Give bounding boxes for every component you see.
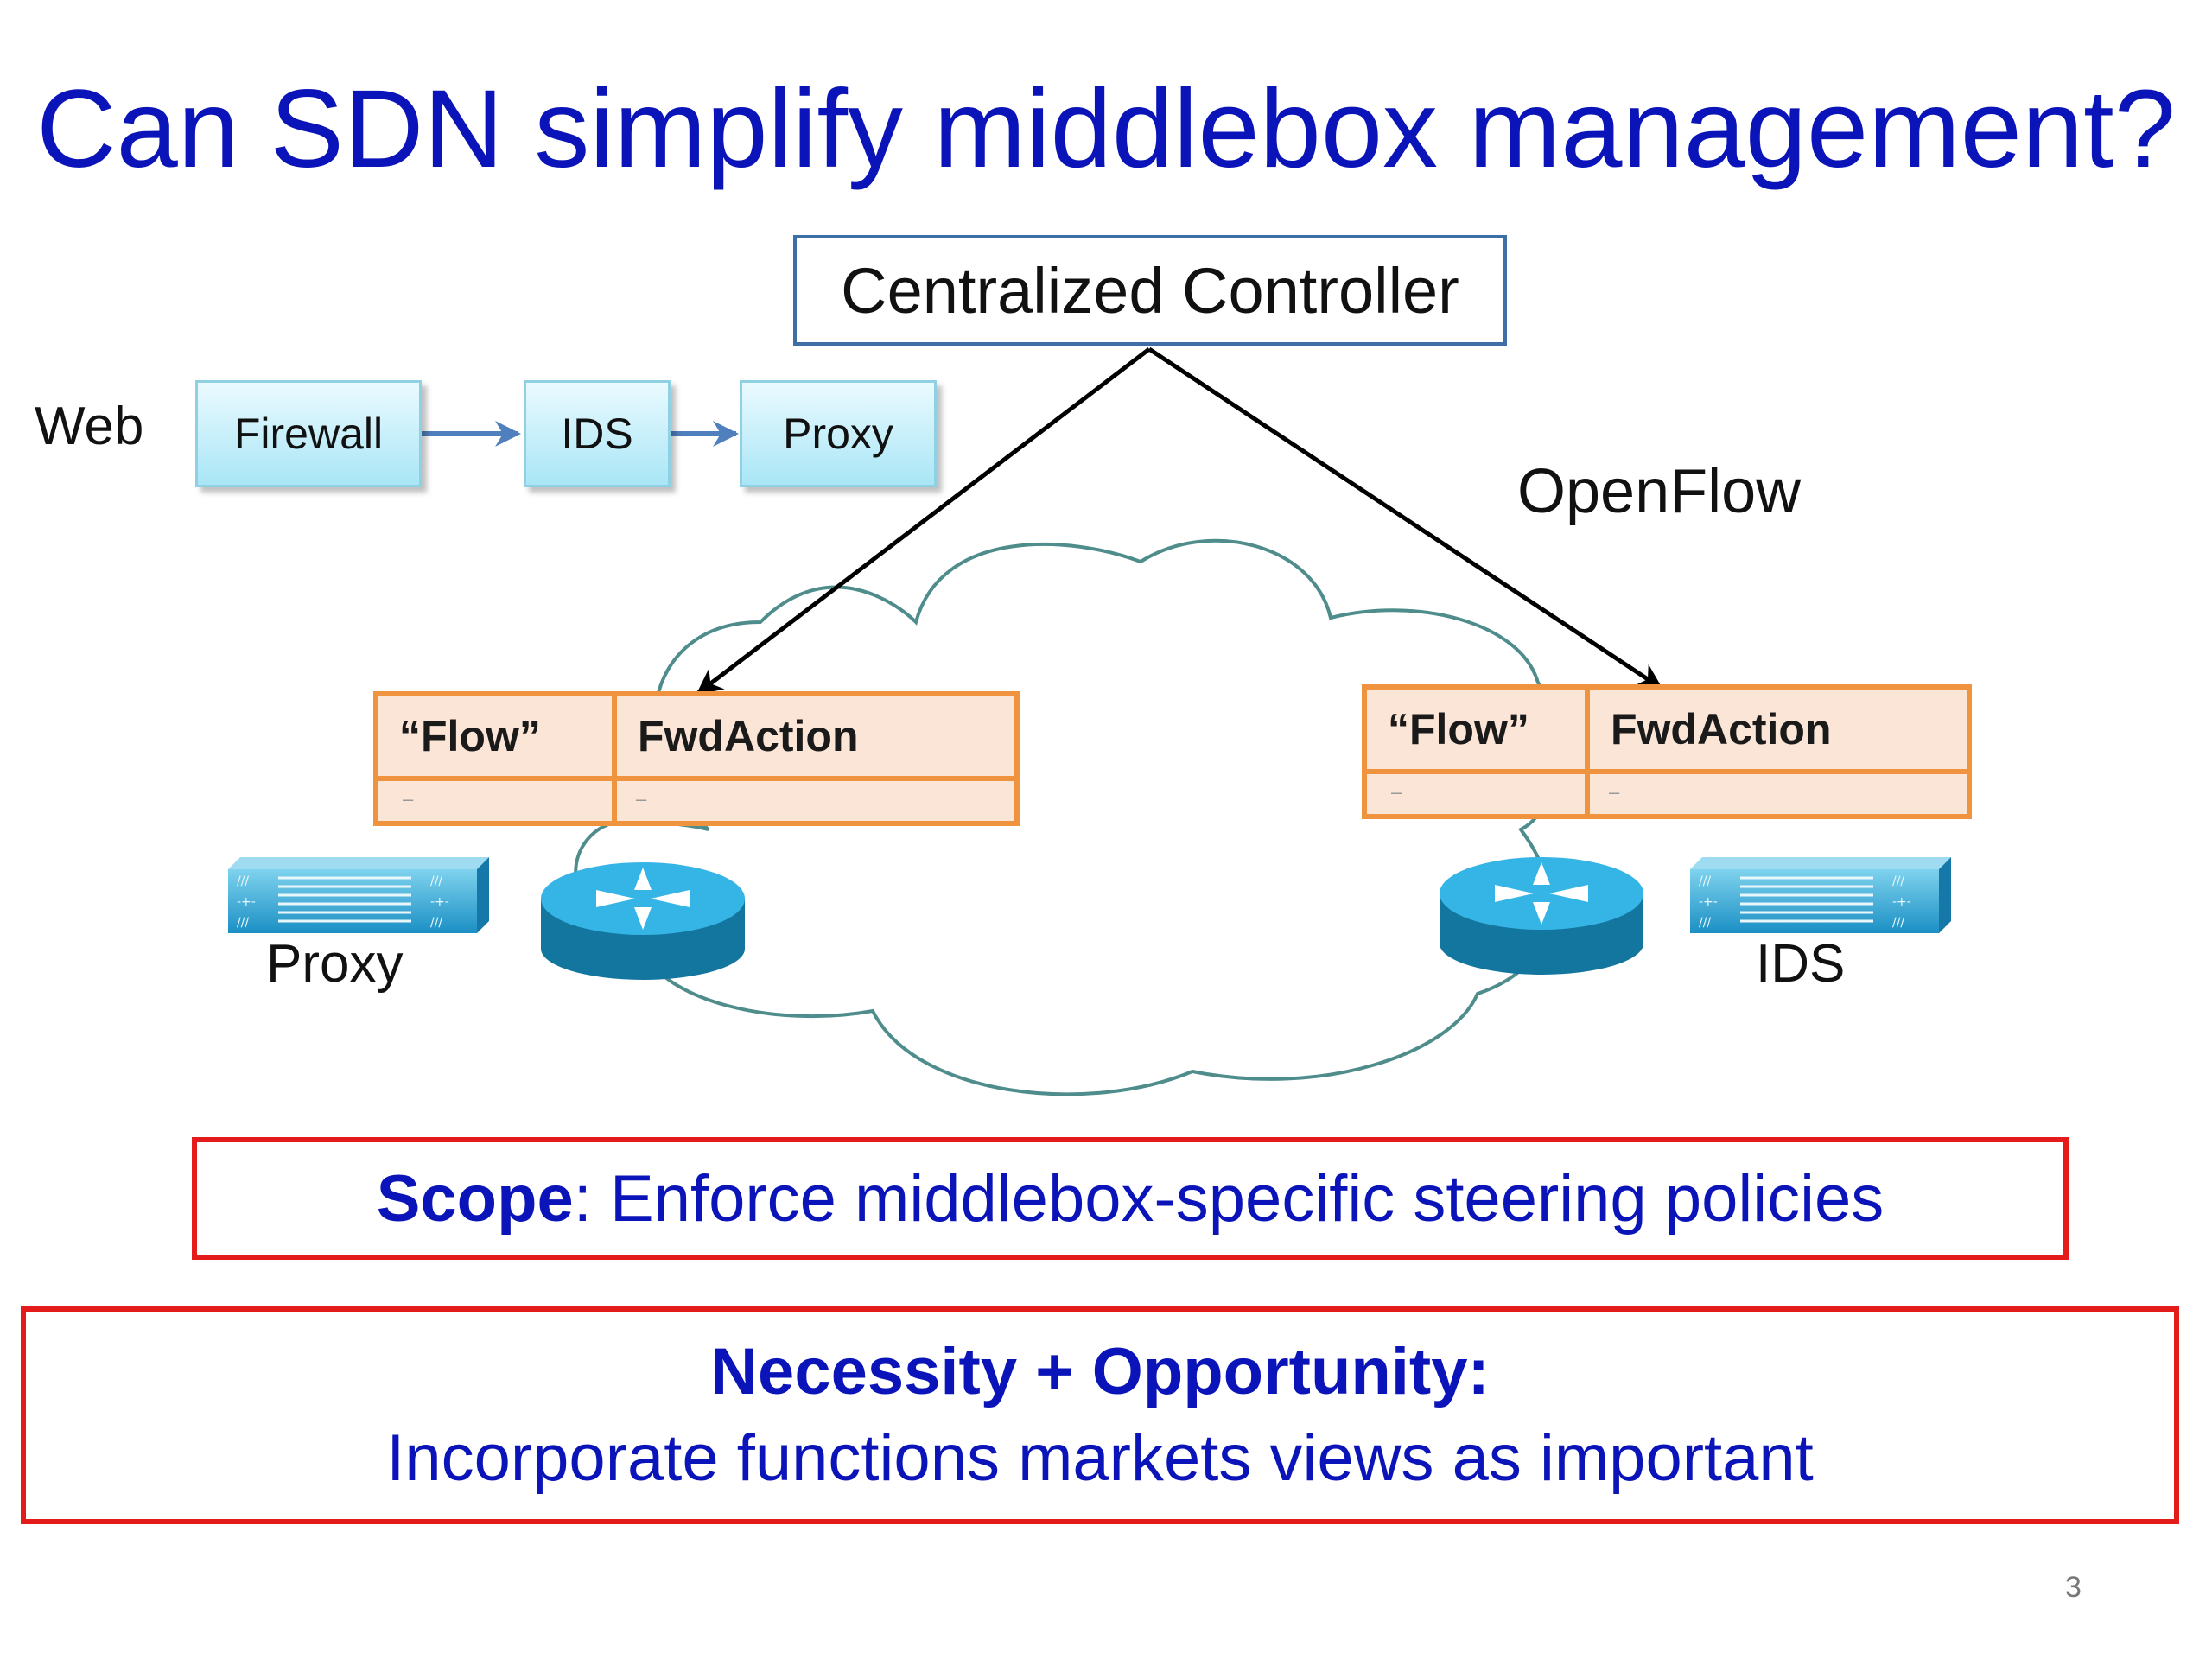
- svg-text:///: ///: [237, 874, 249, 888]
- svg-text:-+-: -+-: [1699, 895, 1718, 909]
- proxy-device-label: Proxy: [266, 934, 404, 994]
- flow-header: “Flow”: [399, 712, 541, 760]
- svg-text:-+-: -+-: [1892, 895, 1911, 909]
- ids-server-icon: /// -+- /// /// -+- ///: [1690, 857, 1951, 933]
- openflow-arrow-left: [696, 347, 1151, 695]
- flow-table-left: “Flow” FwdAction – –: [373, 691, 1020, 826]
- openflow-label: OpenFlow: [1517, 457, 1802, 526]
- openflow-arrow-right: [1147, 346, 1663, 690]
- svg-text:-+-: -+-: [430, 895, 449, 909]
- svg-text:///: ///: [1699, 874, 1711, 888]
- ids-device-label: IDS: [1756, 934, 1846, 994]
- fwdaction-header: FwdAction: [1611, 705, 1832, 753]
- svg-text:///: ///: [430, 916, 442, 930]
- svg-text:///: ///: [237, 916, 249, 930]
- fwdaction-row-cell: –: [636, 788, 647, 810]
- svg-text:-+-: -+-: [237, 895, 256, 909]
- fwdaction-header: FwdAction: [638, 712, 859, 760]
- necessity-text: Incorporate functions markets views as i…: [386, 1421, 1814, 1495]
- svg-text:///: ///: [430, 874, 442, 888]
- proxy-server-icon: /// -+- /// /// -+- ///: [228, 857, 489, 933]
- router-icon: [541, 862, 745, 980]
- scope-callout: Scope: Enforce middlebox-specific steeri…: [192, 1137, 2069, 1260]
- flow-header: “Flow”: [1388, 705, 1529, 753]
- flow-table-right: “Flow” FwdAction – –: [1362, 684, 1972, 819]
- page-number: 3: [2065, 1571, 2082, 1604]
- svg-text:///: ///: [1892, 874, 1904, 888]
- ids-box: IDS: [524, 380, 671, 487]
- scope-bold: Scope: [376, 1161, 574, 1236]
- network-cloud: [574, 538, 1559, 1096]
- router-icon: [1440, 857, 1643, 975]
- flow-row-cell: –: [1391, 781, 1402, 803]
- necessity-heading: Necessity + Opportunity:: [710, 1335, 1490, 1408]
- slide-title: Can SDN simplify middlebox management?: [36, 67, 2176, 191]
- scope-text: : Enforce middlebox-specific steering po…: [573, 1161, 1885, 1236]
- centralized-controller-box: Centralized Controller: [793, 235, 1507, 346]
- policy-chain-label: Web: [35, 397, 144, 456]
- fwdaction-row-cell: –: [1609, 781, 1620, 803]
- necessity-callout: Necessity + Opportunity: Incorporate fun…: [21, 1306, 2179, 1524]
- flow-row-cell: –: [403, 788, 414, 810]
- svg-text:///: ///: [1892, 916, 1904, 930]
- firewall-box: Firewall: [195, 380, 422, 487]
- svg-text:///: ///: [1699, 916, 1711, 930]
- proxy-box: Proxy: [740, 380, 937, 487]
